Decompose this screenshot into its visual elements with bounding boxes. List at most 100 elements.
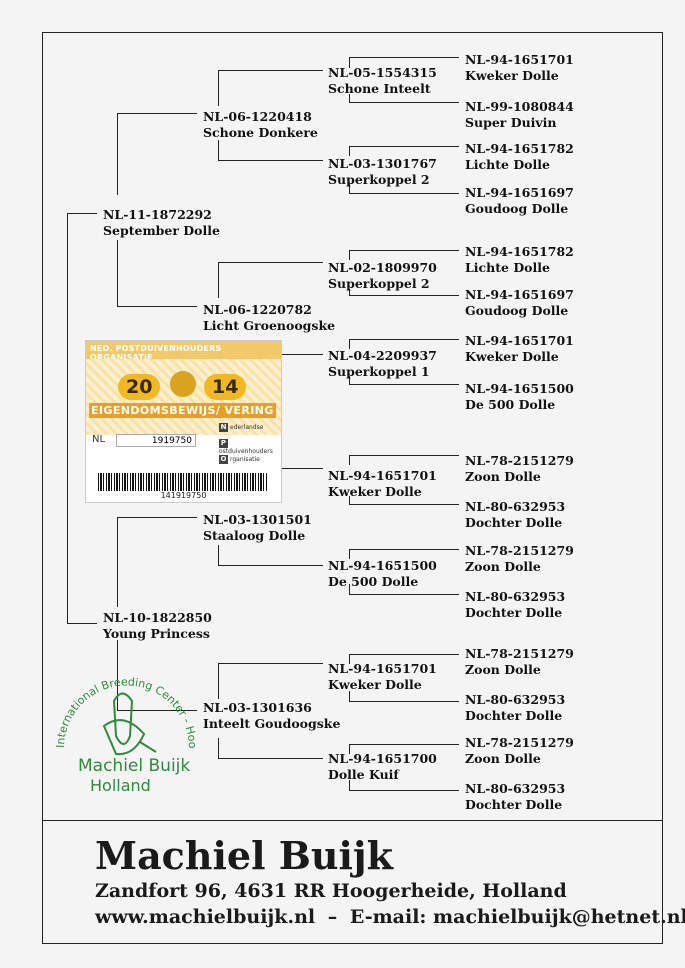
stamp-name: Machiel Buijk: [78, 756, 191, 776]
pigeon-name: Kweker Dolle: [328, 677, 422, 692]
pigeon-name: Super Duivin: [465, 115, 557, 130]
ring-number: NL-80-632953: [465, 781, 566, 796]
pigeon-name: Zoon Dolle: [465, 469, 541, 484]
ring-number: NL-03-1301501: [203, 512, 312, 527]
ring-number: NL-78-2151279: [465, 735, 574, 750]
svg-text:International Breeding Center: International Breeding Center - Hoogerhe…: [44, 656, 199, 749]
pigeon-name: Zoon Dolle: [465, 662, 541, 677]
ring-number: NL-03-1301767: [328, 156, 437, 171]
pigeon-name: Schone Inteelt: [328, 81, 431, 96]
pigeon-name: September Dolle: [103, 223, 220, 238]
ring-number: NL-03-1301636: [203, 700, 312, 715]
pigeon-name: Licht Groenoogske: [203, 318, 336, 333]
ring-number: NL-94-1651701: [328, 661, 437, 676]
pigeon-name: Goudoog Dolle: [465, 201, 569, 216]
ring-card-year-right: 14: [204, 374, 247, 400]
pedigree-frame: [42, 32, 663, 944]
pigeon-name: Lichte Dolle: [465, 157, 550, 172]
ring-number: NL-80-632953: [465, 499, 566, 514]
ring-number: NL-94-1651701: [328, 468, 437, 483]
ring-card-year-left: 20: [118, 374, 161, 400]
ring-number: NL-94-1651500: [328, 558, 437, 573]
pigeon-name: Superkoppel 2: [328, 172, 430, 187]
ring-number: NL-05-1554315: [328, 65, 437, 80]
ring-number: NL-06-1220782: [203, 302, 312, 317]
ring-ownership-card: NED. POSTDUIVENHOUDERS ORGANISATIE 20 14…: [85, 340, 282, 503]
ring-number: NL-04-2209937: [328, 348, 437, 363]
pigeon-name: De 500 Dolle: [465, 397, 556, 412]
ring-number: NL-94-1651701: [465, 52, 574, 67]
ring-number: NL-94-1651782: [465, 141, 574, 156]
stamp-seal-icon: International Breeding Center - Hoogerhe…: [40, 646, 199, 756]
pigeon-name: Dochter Dolle: [465, 605, 563, 620]
website-link[interactable]: www.machielbuijk.nl: [95, 906, 316, 928]
footer-divider: [43, 820, 662, 821]
pedigree-node: NL-94-1651500 De 500 Dolle: [328, 558, 437, 590]
pigeon-name: Zoon Dolle: [465, 559, 541, 574]
pigeon-name: Superkoppel 1: [328, 364, 430, 379]
barcode-number: 141919750: [160, 491, 207, 500]
pigeon-name: Staaloog Dolle: [203, 528, 306, 543]
breeding-center-stamp: International Breeding Center - Hoogerhe…: [40, 646, 208, 806]
email-link[interactable]: E-mail: machielbuijk@hetnet.nl: [349, 906, 685, 928]
ring-card-ring-number: 1919750: [116, 434, 196, 447]
pedigree-node: NL-06-1220782 Licht Groenoogske: [203, 302, 335, 334]
pigeon-name: Schone Donkere: [203, 125, 318, 140]
ring-number: NL-10-1822850: [103, 610, 212, 625]
ring-number: NL-94-1651697: [465, 185, 574, 200]
pedigree-node: NL-04-2209937 Superkoppel 1: [328, 348, 437, 380]
pedigree-subject: NL-11-1872292 September Dolle: [103, 207, 220, 239]
pedigree-node: NL-03-1301501 Staaloog Dolle: [203, 512, 312, 544]
pedigree-node: NL-94-1651700 Dolle Kuif: [328, 751, 437, 783]
ring-card-title: EIGENDOMSBEWIJS/ VERING: [89, 403, 276, 418]
ring-number: NL-11-1872292: [103, 207, 212, 222]
pigeon-name: Kweker Dolle: [328, 484, 422, 499]
pigeon-name: Kweker Dolle: [465, 68, 559, 83]
pedigree-sire: NL-06-1220418 Schone Donkere: [203, 109, 318, 141]
contact-separator: –: [327, 906, 338, 928]
pedigree-dam: NL-10-1822850 Young Princess: [103, 610, 212, 642]
ring-number: NL-94-1651701: [465, 333, 574, 348]
pedigree-node: NL-02-1809970 Superkoppel 2: [328, 260, 437, 292]
ring-number: NL-78-2151279: [465, 543, 574, 558]
ring-card-org: NED. POSTDUIVENHOUDERS ORGANISATIE: [90, 344, 222, 362]
pedigree-node: NL-03-1301767 Superkoppel 2: [328, 156, 437, 188]
ring-number: NL-02-1809970: [328, 260, 437, 275]
pigeon-name: Dochter Dolle: [465, 515, 563, 530]
ring-number: NL-06-1220418: [203, 109, 312, 124]
pigeon-name: Kweker Dolle: [465, 349, 559, 364]
pedigree-node: NL-94-1651701 Kweker Dolle: [328, 661, 437, 693]
ring-number: NL-80-632953: [465, 692, 566, 707]
stamp-country: Holland: [90, 776, 151, 795]
lion-emblem-icon: [170, 371, 196, 397]
pigeon-name: De 500 Dolle: [328, 574, 419, 589]
pigeon-name: Dolle Kuif: [328, 767, 399, 782]
pigeon-name: Superkoppel 2: [328, 276, 430, 291]
ring-number: NL-80-632953: [465, 589, 566, 604]
breeder-address: Zandfort 96, 4631 RR Hoogerheide, Hollan…: [95, 880, 567, 902]
pigeon-name: Dochter Dolle: [465, 797, 563, 812]
breeder-name: Machiel Buijk: [95, 833, 393, 878]
ring-card-header: [86, 341, 281, 359]
ring-number: NL-94-1651697: [465, 287, 574, 302]
ring-number: NL-99-1080844: [465, 99, 574, 114]
ring-number: NL-94-1651782: [465, 244, 574, 259]
ring-card-country: NL: [92, 434, 106, 445]
pedigree-node: NL-94-1651701 Kweker Dolle: [328, 468, 437, 500]
